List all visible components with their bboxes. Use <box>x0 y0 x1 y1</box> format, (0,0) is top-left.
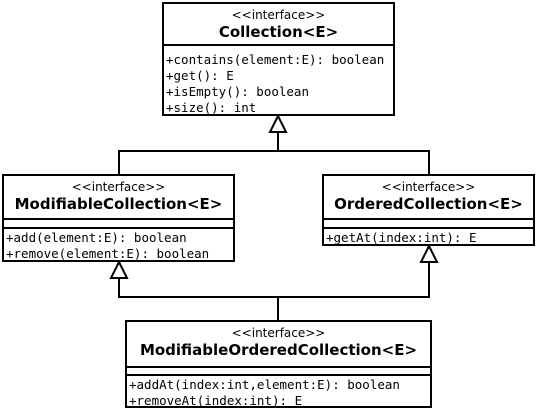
operation: +removeAt(index:int): E <box>129 393 303 408</box>
interface-ordered-collection: <<interface>> OrderedCollection<E> +getA… <box>322 174 535 246</box>
generalization-modifiable-to-collection <box>118 132 279 174</box>
operation: +add(element:E): boolean <box>6 230 187 245</box>
interface-collection: <<interface>> Collection<E> +contains(el… <box>162 2 395 116</box>
stereotype-label: <<interface>> <box>71 180 166 194</box>
operations-compartment: +contains(element:E): boolean +get(): E … <box>166 52 393 116</box>
class-header: <<interface>> OrderedCollection<E> <box>324 176 533 220</box>
class-header: <<interface>> ModifiableOrderedCollectio… <box>127 322 430 368</box>
attributes-compartment <box>127 368 430 376</box>
stereotype-label: <<interface>> <box>231 326 326 340</box>
operations-compartment: +addAt(index:int,element:E): boolean +re… <box>129 377 430 409</box>
operations-compartment: +getAt(index:int): E <box>326 230 533 246</box>
operation: +addAt(index:int,element:E): boolean <box>129 377 400 392</box>
class-name: ModifiableCollection<E> <box>14 195 223 213</box>
operation: +isEmpty(): boolean <box>166 84 309 99</box>
operation: +size(): int <box>166 100 257 115</box>
attributes-compartment <box>4 220 233 229</box>
class-name: Collection<E> <box>218 23 339 41</box>
operation: +contains(element:E): boolean <box>166 52 385 67</box>
class-name: OrderedCollection<E> <box>334 195 523 213</box>
generalization-arrowhead-modifiable <box>109 259 129 279</box>
stereotype-label: <<interface>> <box>381 180 476 194</box>
generalization-modordered-to-modifiable <box>118 278 279 320</box>
operations-compartment: +add(element:E): boolean +remove(element… <box>6 230 233 262</box>
class-header: <<interface>> Collection<E> <box>164 4 393 46</box>
generalization-ordered-to-collection <box>278 150 430 174</box>
interface-modifiable-collection: <<interface>> ModifiableCollection<E> +a… <box>2 174 235 262</box>
interface-modifiable-ordered-collection: <<interface>> ModifiableOrderedCollectio… <box>125 320 432 408</box>
generalization-modordered-to-ordered <box>278 262 430 298</box>
generalization-arrowhead-collection <box>268 113 288 133</box>
generalization-arrowhead-ordered <box>419 243 439 263</box>
stereotype-label: <<interface>> <box>231 8 326 22</box>
class-name: ModifiableOrderedCollection<E> <box>139 341 418 359</box>
operation: +remove(element:E): boolean <box>6 246 210 261</box>
class-header: <<interface>> ModifiableCollection<E> <box>4 176 233 220</box>
attributes-compartment <box>324 220 533 229</box>
operation: +get(): E <box>166 68 234 83</box>
operation: +getAt(index:int): E <box>326 230 477 245</box>
